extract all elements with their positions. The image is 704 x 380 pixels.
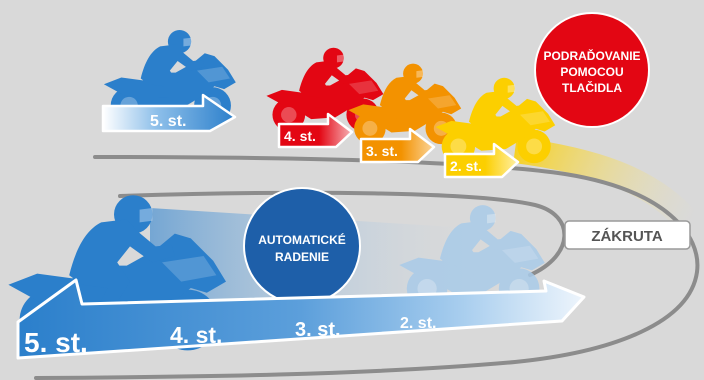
gear-label-text-4: 4. st. [284, 128, 316, 144]
bottom-gear-label-3: 3. st. [295, 319, 341, 341]
gear-label-text-2: 2. st. [450, 158, 482, 174]
gear-label-text-3: 3. st. [366, 143, 398, 159]
gear-label-text-5: 5. st. [150, 113, 186, 130]
automatic-badge-line-1: AUTOMATICKÉ [258, 232, 346, 247]
automatic-badge-line-2: RADENIE [275, 250, 329, 264]
downshift-badge-line-1: PODRAĎOVANIE [543, 48, 640, 63]
bottom-gear-label-2: 2. st. [400, 315, 436, 332]
downshift-button-badge: PODRAĎOVANIE POMOCOU TLAČIDLA [535, 13, 649, 127]
curve-label-text: ZÁKRUTA [591, 228, 663, 245]
bottom-gear-label-5: 5. st. [24, 327, 88, 358]
automatic-shifting-badge: AUTOMATICKÉ RADENIE [244, 188, 360, 304]
curve-label: ZÁKRUTA [565, 221, 690, 249]
downshift-badge-line-2: POMOCOU [560, 65, 623, 79]
bottom-gear-label-4: 4. st. [170, 322, 222, 348]
downshift-badge-line-3: TLAČIDLA [562, 80, 622, 95]
